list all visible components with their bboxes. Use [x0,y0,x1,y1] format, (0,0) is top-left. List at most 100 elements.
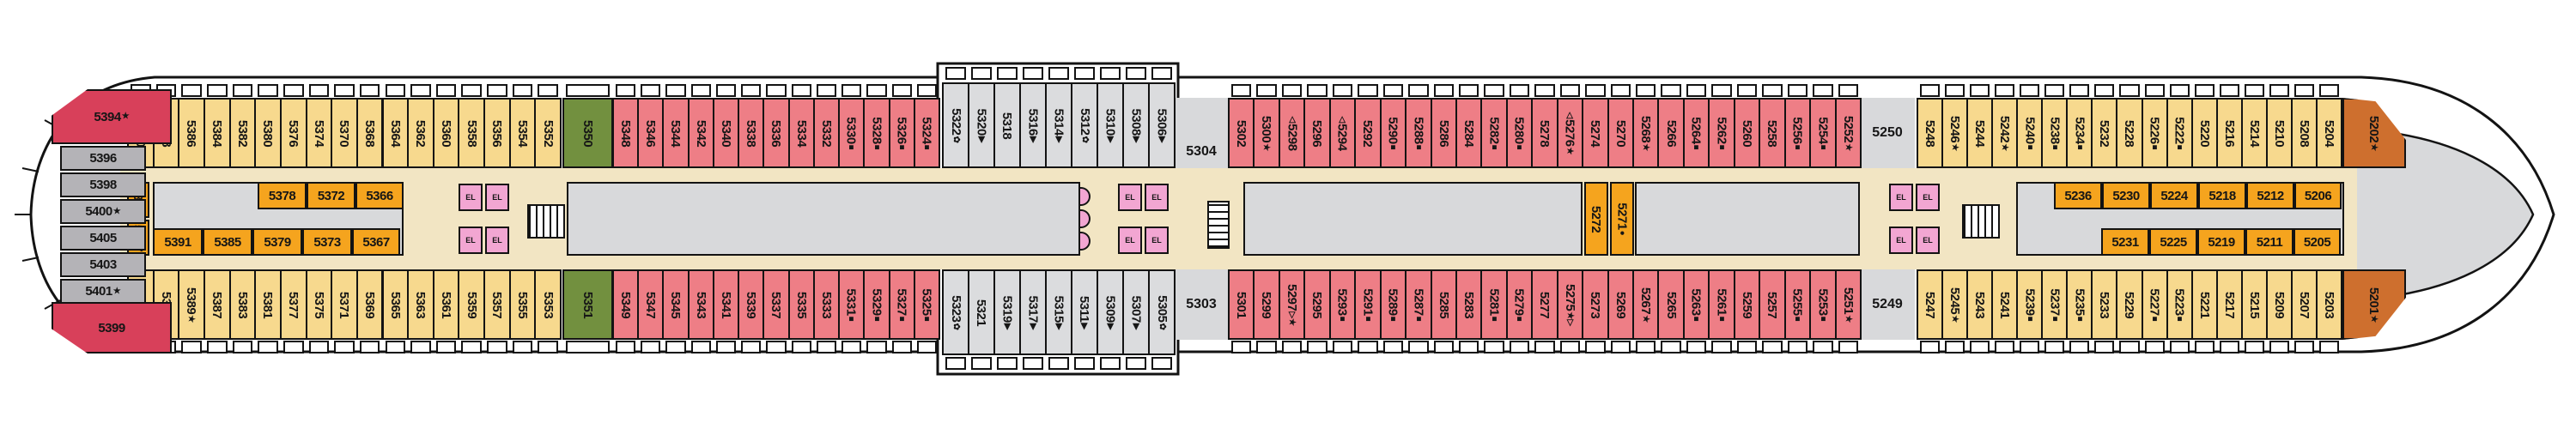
cabin-5260[interactable]: 5260 [1733,98,1761,168]
cabin-5307[interactable]: 5307▶ [1122,269,1150,355]
cabin-5338[interactable]: 5338 [738,98,765,168]
cabin-5322[interactable]: 5322✿ [942,82,969,168]
cabin-5281[interactable]: 5281■ [1480,269,1508,340]
cabin-5321[interactable]: 5321 [968,269,995,355]
cabin-5335[interactable]: 5335 [787,269,815,340]
cabin-5216[interactable]: 5216 [2215,98,2243,168]
cabin-5292[interactable]: 5292 [1354,98,1382,168]
cabin-5315[interactable]: 5315▶ [1045,269,1072,355]
stairs-icon[interactable] [1962,204,2000,239]
cabin-5289[interactable]: 5289■ [1379,269,1407,340]
elevator-icon[interactable]: EL [459,184,483,211]
cabin-5238[interactable]: 5238■ [2041,98,2069,168]
cabin-5344[interactable]: 5344 [662,98,690,168]
cabin-5221[interactable]: 5221 [2190,269,2218,340]
cabin-5364[interactable]: 5364 [381,98,410,168]
cabin-5271[interactable]: 5271● [1610,182,1634,256]
cabin-5298[interactable]: ◁5298 [1278,98,1306,168]
cabin-5230[interactable]: 5230 [2102,182,2150,209]
elevator-icon[interactable]: EL [1145,184,1169,211]
cabin-5327[interactable]: 5327■ [888,269,915,340]
cabin-5325[interactable]: 5325■ [913,269,940,340]
cabin-5318[interactable]: 5318 [993,82,1021,168]
cabin-5324[interactable]: 5324■ [913,98,940,168]
cabin-5223[interactable]: 5223■ [2166,269,2193,340]
cabin-5346[interactable]: 5346 [637,98,665,168]
cabin-5329[interactable]: 5329■ [863,269,890,340]
elevator-icon[interactable]: EL [1118,227,1142,254]
cabin-5211[interactable]: 5211 [2245,228,2293,256]
cabin-5218[interactable]: 5218 [2198,182,2246,209]
cabin-5361[interactable]: 5361 [432,269,460,340]
cabin-5228[interactable]: 5228 [2116,98,2143,168]
cabin-5306[interactable]: 5306▶ [1148,82,1176,168]
cabin-5224[interactable]: 5224 [2150,182,2198,209]
cabin-5204[interactable]: 5204 [2315,98,2342,168]
cabin-5366[interactable]: 5366 [355,182,404,209]
cabin-5351[interactable]: 5351 [562,269,613,340]
cabin-5380[interactable]: 5380 [254,98,282,168]
cabin-5314[interactable]: 5314▶ [1045,82,1072,168]
cabin-5389[interactable]: 5389★ [178,269,205,340]
cabin-5369[interactable]: 5369 [355,269,384,340]
cabin-5370[interactable]: 5370 [331,98,358,168]
cabin-5208[interactable]: 5208 [2290,98,2318,168]
cabin-5363[interactable]: 5363 [407,269,434,340]
cabin-5362[interactable]: 5362 [407,98,434,168]
cabin-5266[interactable]: 5266 [1657,98,1685,168]
cabin-5368[interactable]: 5368 [355,98,384,168]
cabin-5245[interactable]: 5245★ [1941,269,1969,340]
cabin-5207[interactable]: 5207 [2290,269,2318,340]
cabin-5316[interactable]: 5316▶ [1019,82,1047,168]
cabin-5310[interactable]: 5310▶ [1097,82,1124,168]
cabin-5398[interactable]: 5398 [60,172,146,197]
cabin-5278[interactable]: 5278 [1531,98,1558,168]
cabin-5215[interactable]: 5215 [2240,269,2268,340]
cabin-5246[interactable]: 5246★ [1941,98,1969,168]
elevator-icon[interactable]: EL [485,227,509,254]
cabin-5317[interactable]: 5317▶ [1019,269,1047,355]
cabin-5229[interactable]: 5229 [2116,269,2143,340]
cabin-5234[interactable]: 5234■ [2066,98,2093,168]
cabin-5226[interactable]: 5226■ [2141,98,2168,168]
cabin-5356[interactable]: 5356 [483,98,511,168]
cabin-5290[interactable]: 5290■ [1379,98,1407,168]
cabin-5231[interactable]: 5231 [2101,228,2149,256]
cabin-5354[interactable]: 5354 [508,98,537,168]
cabin-5280[interactable]: 5280■ [1505,98,1534,168]
cabin-5285[interactable]: 5285 [1430,269,1457,340]
cabin-5254[interactable]: 5254■ [1809,98,1837,168]
cabin-5279[interactable]: 5279■ [1505,269,1534,340]
cabin-5220[interactable]: 5220 [2190,98,2218,168]
cabin-5297[interactable]: 5297▷★ [1278,269,1306,340]
cabin-5222[interactable]: 5222■ [2166,98,2193,168]
cabin-5209[interactable]: 5209 [2265,269,2293,340]
cabin-5374[interactable]: 5374 [305,98,333,168]
cabin-5384[interactable]: 5384 [203,98,231,168]
cabin-5334[interactable]: 5334 [787,98,815,168]
cabin-5253[interactable]: 5253■ [1809,269,1837,340]
elevator-icon[interactable]: EL [1118,184,1142,211]
cabin-5312[interactable]: 5312✿ [1071,82,1098,168]
cabin-5217[interactable]: 5217 [2215,269,2243,340]
cabin-5286[interactable]: 5286 [1430,98,1457,168]
cabin-5385[interactable]: 5385 [203,228,252,256]
cabin-5400[interactable]: 5400★ [60,199,146,224]
elevator-icon[interactable]: EL [1889,227,1913,254]
cabin-5365[interactable]: 5365 [381,269,410,340]
cabin-5387[interactable]: 5387 [203,269,231,340]
cabin-5256[interactable]: 5256■ [1783,98,1812,168]
cabin-5386[interactable]: 5386 [178,98,205,168]
cabin-5311[interactable]: 5311▶ [1071,269,1098,355]
cabin-5233[interactable]: 5233 [2091,269,2118,340]
cabin-5212[interactable]: 5212 [2246,182,2294,209]
cabin-5342[interactable]: 5342 [687,98,714,168]
elevator-icon[interactable]: EL [1145,227,1169,254]
cabin-5375[interactable]: 5375 [305,269,333,340]
cabin-5379[interactable]: 5379 [252,228,302,256]
cabin-5341[interactable]: 5341 [712,269,740,340]
cabin-5331[interactable]: 5331■ [838,269,866,340]
cabin-5328[interactable]: 5328■ [863,98,890,168]
cabin-5350[interactable]: 5350 [562,98,613,168]
cabin-5243[interactable]: 5243 [1966,269,1994,340]
